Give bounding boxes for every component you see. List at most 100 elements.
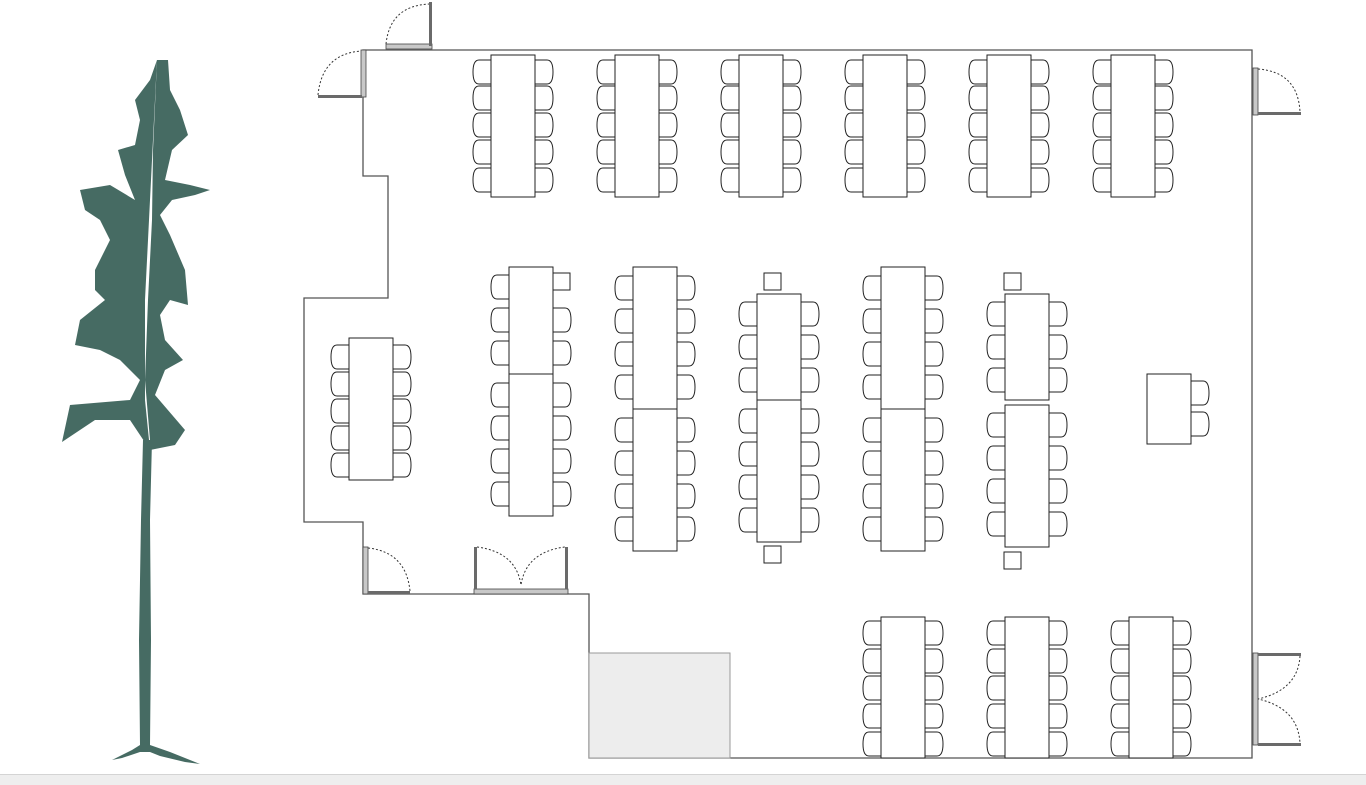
chair[interactable]: [801, 507, 820, 533]
chair[interactable]: [720, 112, 739, 138]
chair[interactable]: [720, 167, 739, 193]
chair[interactable]: [614, 417, 633, 443]
chair[interactable]: [614, 308, 633, 334]
chair[interactable]: [862, 648, 881, 674]
chair[interactable]: [490, 481, 509, 507]
chair[interactable]: [986, 675, 1005, 701]
chair[interactable]: [614, 341, 633, 367]
chair[interactable]: [1173, 620, 1192, 646]
chair[interactable]: [720, 139, 739, 165]
table-group[interactable]: [986, 404, 1068, 548]
door[interactable]: [1252, 67, 1301, 116]
chair[interactable]: [1155, 167, 1174, 193]
chair[interactable]: [925, 341, 944, 367]
chair[interactable]: [738, 301, 757, 327]
chair[interactable]: [553, 481, 572, 507]
chair[interactable]: [490, 307, 509, 333]
table[interactable]: [738, 54, 784, 198]
chair[interactable]: [677, 516, 696, 542]
chair[interactable]: [907, 167, 926, 193]
chair[interactable]: [1049, 445, 1068, 471]
chair[interactable]: [720, 59, 739, 85]
chair[interactable]: [677, 417, 696, 443]
chair[interactable]: [614, 450, 633, 476]
chair[interactable]: [330, 452, 349, 478]
chair[interactable]: [801, 474, 820, 500]
chair[interactable]: [490, 340, 509, 366]
chair[interactable]: [1155, 139, 1174, 165]
chair[interactable]: [986, 445, 1005, 471]
table[interactable]: [1146, 373, 1192, 445]
table-group[interactable]: [720, 54, 802, 198]
table-group[interactable]: [738, 293, 820, 543]
table-group[interactable]: [1110, 616, 1192, 759]
chair[interactable]: [1049, 675, 1068, 701]
chair[interactable]: [1049, 367, 1068, 393]
chair[interactable]: [862, 308, 881, 334]
chair[interactable]: [907, 139, 926, 165]
chair[interactable]: [986, 703, 1005, 729]
chair[interactable]: [659, 85, 678, 111]
chair[interactable]: [862, 620, 881, 646]
chair[interactable]: [1049, 511, 1068, 537]
chair[interactable]: [986, 367, 1005, 393]
chair[interactable]: [596, 85, 615, 111]
chair[interactable]: [862, 374, 881, 400]
chair[interactable]: [472, 59, 491, 85]
chair[interactable]: [986, 511, 1005, 537]
chair[interactable]: [844, 112, 863, 138]
table-group[interactable]: [1092, 54, 1174, 198]
table[interactable]: [880, 616, 926, 759]
chair[interactable]: [925, 675, 944, 701]
chair[interactable]: [472, 167, 491, 193]
chair[interactable]: [738, 507, 757, 533]
chair[interactable]: [553, 415, 572, 441]
chair[interactable]: [925, 450, 944, 476]
chair[interactable]: [862, 675, 881, 701]
chair[interactable]: [1155, 85, 1174, 111]
table[interactable]: [1004, 404, 1050, 548]
table[interactable]: [862, 54, 908, 198]
chair[interactable]: [1155, 59, 1174, 85]
chair[interactable]: [783, 59, 802, 85]
table[interactable]: [1110, 54, 1156, 198]
chair[interactable]: [1173, 731, 1192, 757]
chair[interactable]: [907, 112, 926, 138]
chair[interactable]: [614, 483, 633, 509]
chair[interactable]: [925, 483, 944, 509]
chair[interactable]: [535, 112, 554, 138]
chair[interactable]: [659, 112, 678, 138]
table[interactable]: [508, 266, 554, 517]
chair[interactable]: [1031, 167, 1050, 193]
table-group[interactable]: [968, 54, 1050, 198]
table-group[interactable]: [844, 54, 926, 198]
chair[interactable]: [330, 371, 349, 397]
table-group[interactable]: [596, 54, 678, 198]
table[interactable]: [1128, 616, 1174, 759]
chair[interactable]: [490, 382, 509, 408]
chair[interactable]: [1110, 703, 1129, 729]
chair[interactable]: [783, 139, 802, 165]
chair[interactable]: [596, 139, 615, 165]
table-group[interactable]: [862, 266, 944, 552]
chair[interactable]: [925, 308, 944, 334]
table-group[interactable]: [472, 54, 554, 198]
chair[interactable]: [968, 85, 987, 111]
table[interactable]: [348, 337, 394, 481]
chair[interactable]: [1031, 59, 1050, 85]
chair[interactable]: [393, 425, 412, 451]
door[interactable]: [1252, 652, 1301, 746]
chair[interactable]: [1191, 411, 1210, 437]
chair[interactable]: [738, 334, 757, 360]
chair[interactable]: [677, 341, 696, 367]
chair[interactable]: [596, 112, 615, 138]
chair[interactable]: [677, 275, 696, 301]
chair[interactable]: [659, 59, 678, 85]
chair[interactable]: [862, 417, 881, 443]
chair[interactable]: [677, 374, 696, 400]
chair[interactable]: [1092, 167, 1111, 193]
chair[interactable]: [472, 85, 491, 111]
chair[interactable]: [862, 341, 881, 367]
chair[interactable]: [844, 59, 863, 85]
chair[interactable]: [614, 374, 633, 400]
